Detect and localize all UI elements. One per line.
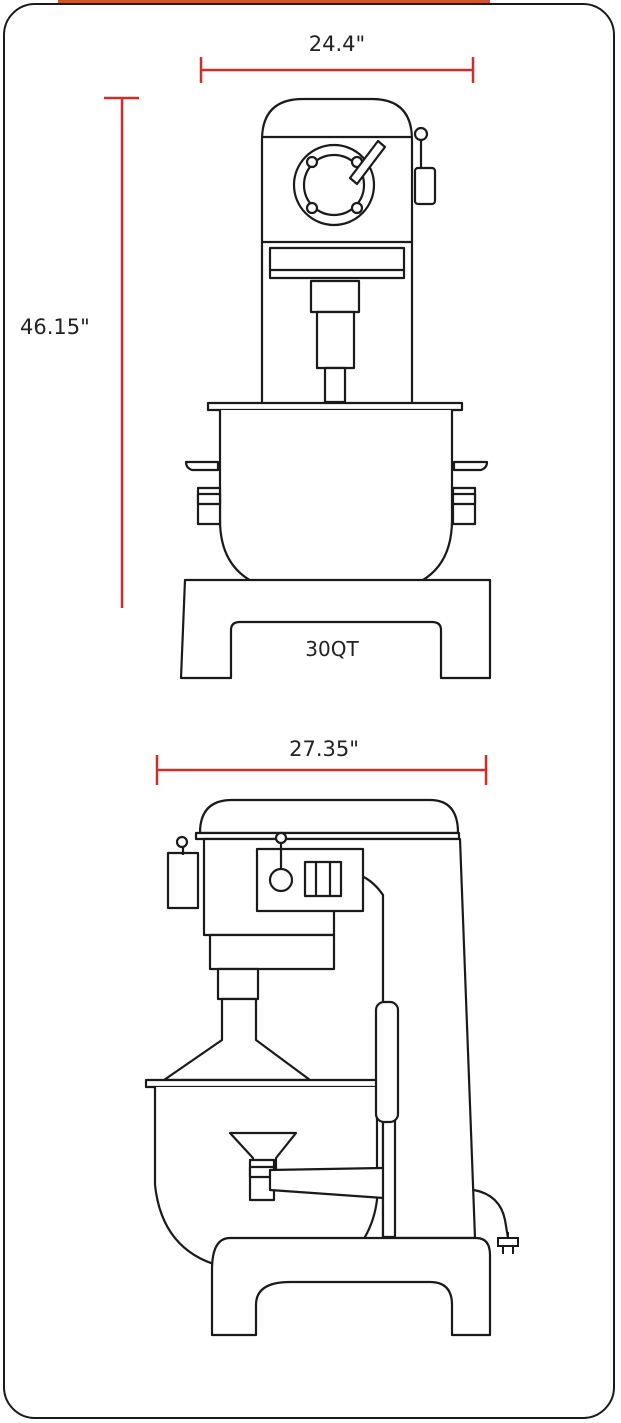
side-head-top: [198, 798, 460, 835]
bowl-rim: [206, 401, 464, 412]
height-dimension: [104, 96, 139, 608]
width-label: 24.4": [309, 32, 365, 56]
model-label: 30QT: [305, 637, 359, 661]
mixer-front-view: [179, 97, 492, 680]
depth-label: 27.35": [289, 737, 359, 761]
front-base: [179, 578, 492, 680]
front-bowl: [218, 410, 454, 592]
side-bowl-rim: [144, 1078, 380, 1089]
side-base: [210, 1236, 492, 1337]
width-dimension: [199, 57, 475, 83]
plug-icon: [497, 1232, 519, 1254]
gear-housing: [292, 139, 387, 227]
power-cord: [473, 1188, 510, 1239]
height-label: 46.15": [20, 315, 90, 339]
mixer-side-view: [144, 798, 510, 1337]
front-spindle: [309, 279, 361, 314]
depth-dimension: [155, 755, 488, 785]
